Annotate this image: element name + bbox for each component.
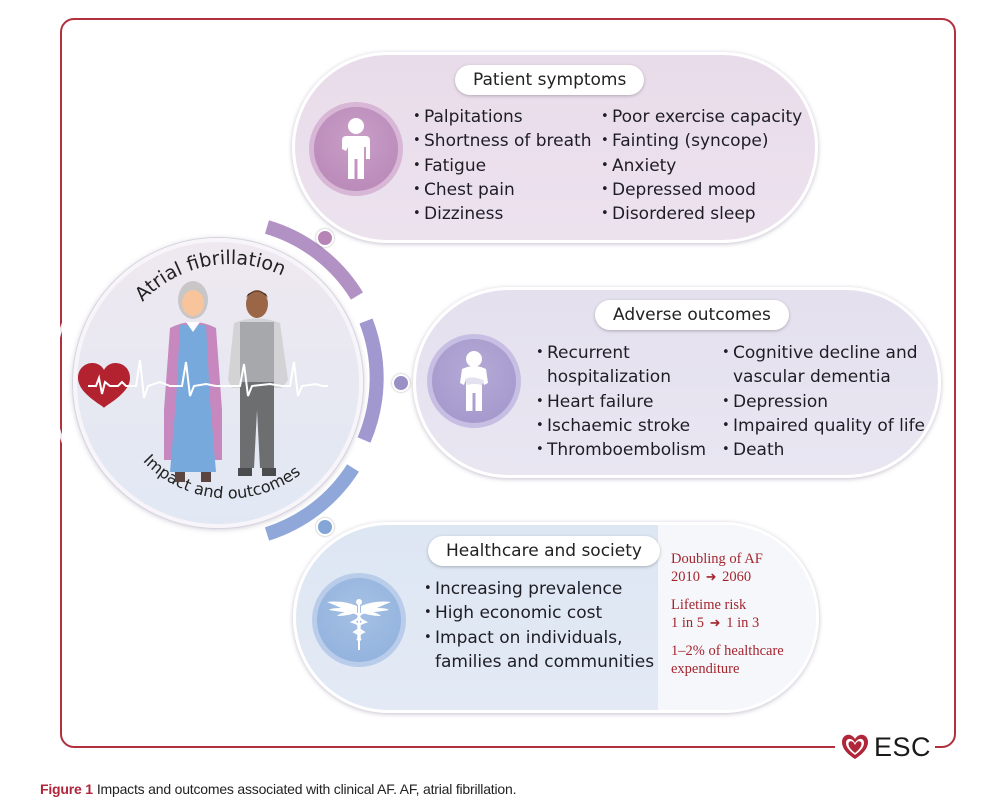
stats-list: Doubling of AF 2010 ➜ 2060 Lifetime risk… bbox=[671, 550, 784, 688]
stat-from: 1 in 5 bbox=[671, 615, 705, 631]
connector-dot-health bbox=[316, 518, 334, 536]
person-icon bbox=[342, 118, 370, 179]
arc-segment-adverse bbox=[357, 318, 384, 443]
list-item: Cognitive decline and bbox=[722, 341, 925, 366]
stat-value: 1 in 5 ➜ 1 in 3 bbox=[671, 614, 784, 632]
esc-logo-text: ESC bbox=[874, 731, 932, 762]
stat-to: 1 in 3 bbox=[726, 615, 760, 631]
esc-heart-icon bbox=[842, 734, 868, 759]
arc-segment-symptoms bbox=[264, 220, 363, 300]
arrow-right-icon: ➜ bbox=[709, 615, 721, 630]
list-item: Heart failure bbox=[536, 390, 706, 415]
list-item: Shortness of breath bbox=[413, 129, 592, 154]
list-item: Fainting (syncope) bbox=[601, 129, 802, 154]
list-item-continuation: hospitalization bbox=[547, 367, 671, 388]
caption-text: Impacts and outcomes associated with cli… bbox=[96, 781, 517, 797]
woman-figure bbox=[164, 281, 222, 482]
list-item: Chest pain bbox=[413, 178, 592, 203]
esc-logo: ESC bbox=[840, 730, 931, 764]
list-item: Poor exercise capacity bbox=[601, 105, 802, 130]
icon-badge bbox=[312, 573, 406, 667]
stat-value: expenditure bbox=[671, 661, 740, 677]
stat-to: 2060 bbox=[722, 569, 752, 585]
figure-label: Figure 1 bbox=[40, 781, 93, 797]
list-item: High economic cost bbox=[424, 601, 654, 626]
connector-dot-symptoms bbox=[316, 229, 334, 247]
list-item: Impaired quality of life bbox=[722, 414, 925, 439]
man-figure bbox=[228, 290, 288, 476]
list-item: Dizziness bbox=[413, 202, 592, 227]
list-item: Impact on individuals, bbox=[424, 626, 654, 651]
stat-label: Doubling of AF bbox=[671, 551, 763, 567]
adverse-list-col1: Recurrent hospitalization Heart failure … bbox=[536, 341, 706, 463]
healthcare-society-panel: Healthcare and society Increasing preval… bbox=[293, 522, 819, 713]
figure-frame bbox=[60, 18, 956, 748]
panel-title: Adverse outcomes bbox=[595, 300, 789, 330]
stat-value: 2010 ➜ 2060 bbox=[671, 568, 784, 586]
arc-segment-health bbox=[264, 464, 359, 541]
bent-over-person-icon bbox=[460, 351, 488, 411]
healthcare-list: Increasing prevalence High economic cost… bbox=[424, 577, 654, 674]
list-item: Thromboembolism bbox=[536, 438, 706, 463]
ecg-line bbox=[88, 359, 328, 399]
list-item: Depression bbox=[722, 390, 925, 415]
caduceus-icon bbox=[327, 599, 391, 650]
stats-panel-bg bbox=[658, 525, 816, 710]
list-item: Anxiety bbox=[601, 154, 802, 179]
list-item: Increasing prevalence bbox=[424, 577, 654, 602]
list-item: Recurrent bbox=[536, 341, 706, 366]
adverse-list-col2: Cognitive decline and vascular dementia … bbox=[722, 341, 925, 463]
stat-lifetime-risk: Lifetime risk 1 in 5 ➜ 1 in 3 bbox=[671, 596, 784, 632]
panel-title: Healthcare and society bbox=[428, 536, 660, 566]
list-item: Ischaemic stroke bbox=[536, 414, 706, 439]
symptoms-list-col1: Palpitations Shortness of breath Fatigue… bbox=[413, 105, 592, 227]
stat-label: 1–2% of healthcare bbox=[671, 643, 784, 659]
icon-badge bbox=[427, 334, 521, 428]
list-item-continuation: vascular dementia bbox=[733, 367, 891, 388]
list-item: Depressed mood bbox=[601, 178, 802, 203]
panel-title: Patient symptoms bbox=[455, 65, 645, 95]
list-item: Palpitations bbox=[413, 105, 592, 130]
stat-label: Lifetime risk bbox=[671, 597, 747, 613]
list-item: Death bbox=[722, 438, 925, 463]
symptoms-list-col2: Poor exercise capacity Fainting (syncope… bbox=[601, 105, 802, 227]
stat-expenditure: 1–2% of healthcare expenditure bbox=[671, 642, 784, 678]
list-item-continuation: families and communities bbox=[435, 651, 655, 672]
arrow-right-icon: ➜ bbox=[705, 569, 717, 584]
connector-dot-adverse bbox=[392, 374, 410, 392]
adverse-outcomes-panel: Adverse outcomes Recurrent hospitalizati… bbox=[413, 287, 941, 478]
stat-doubling: Doubling of AF 2010 ➜ 2060 bbox=[671, 550, 784, 586]
icon-badge bbox=[309, 102, 403, 196]
center-illustration: Atrial fibrillation Impact and outcomes bbox=[60, 218, 384, 548]
stat-from: 2010 bbox=[671, 569, 700, 585]
patient-symptoms-panel: Patient symptoms Palpitations Shortness … bbox=[292, 52, 818, 243]
list-item: Disordered sleep bbox=[601, 202, 802, 227]
list-item: Fatigue bbox=[413, 154, 592, 179]
